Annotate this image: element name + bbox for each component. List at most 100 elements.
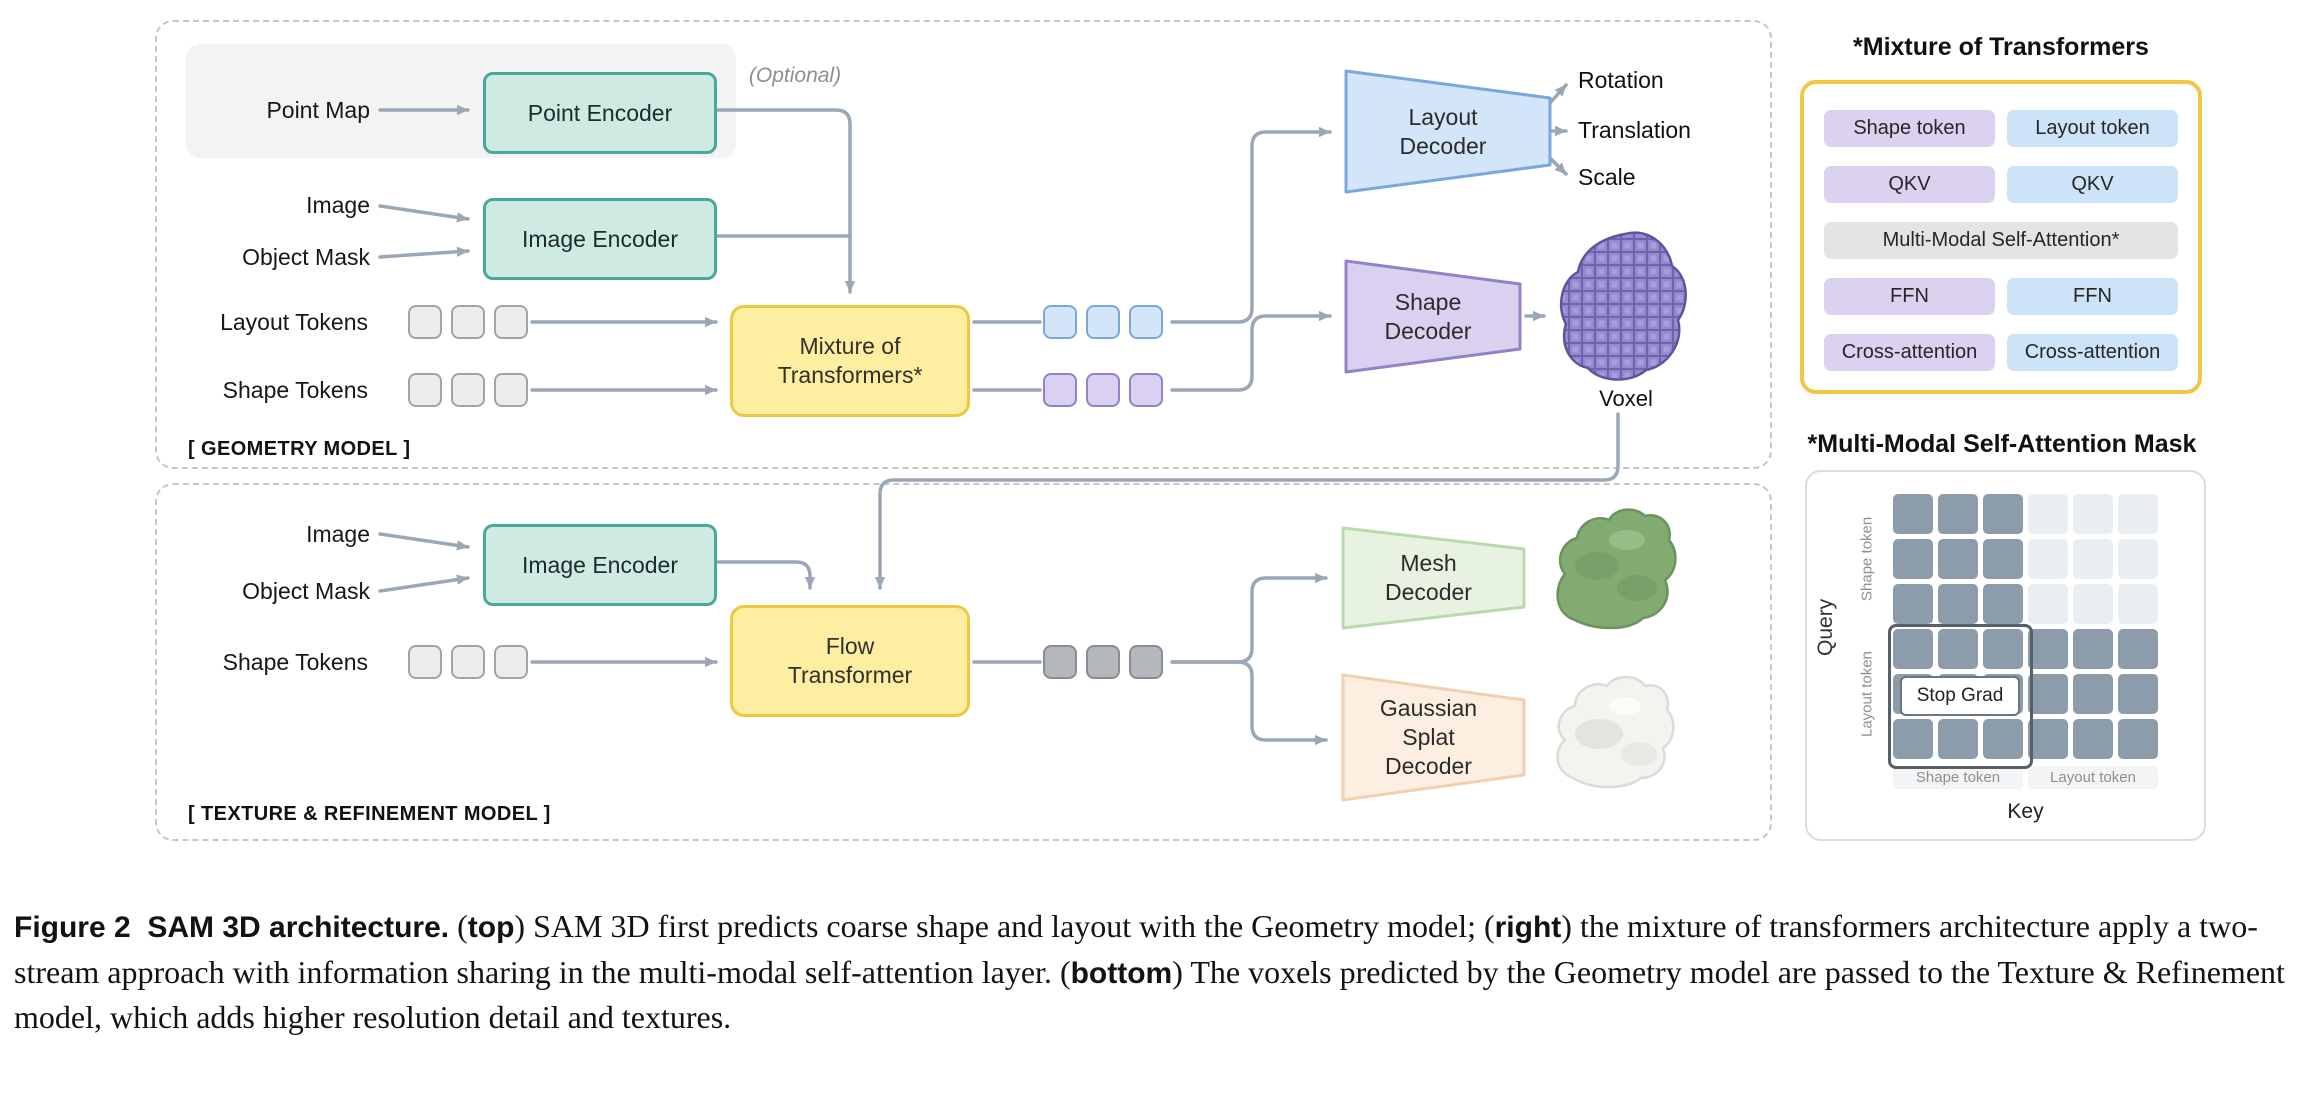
token [408, 305, 442, 339]
attention-mask-grid [1893, 494, 2158, 759]
mask-cell [2118, 674, 2158, 714]
arrow-voxel-flowtransformer [874, 412, 1620, 590]
caption-text: ) SAM 3D first predicts coarse shape and… [514, 908, 1495, 944]
token [494, 645, 528, 679]
token [408, 373, 442, 407]
mixture-of-transformers-block: Mixture of Transformers* [730, 305, 970, 417]
mask-cell [1893, 584, 1933, 624]
caption-bold-bottom: bottom [1070, 956, 1173, 990]
mask-cell [1983, 494, 2023, 534]
figure-caption: Figure 2 SAM 3D architecture. (top) SAM … [14, 904, 2288, 1041]
query-shape-token-label: Shape token [1858, 516, 1876, 602]
caption-bold-right: right [1494, 911, 1562, 944]
key-shape-token-label: Shape token [1893, 766, 2023, 789]
mot-row-tokens: Shape token Layout token [1824, 110, 2178, 147]
mask-cell [1983, 719, 2023, 759]
point-map-label: Point Map [266, 96, 370, 123]
mot-panel: Shape token Layout token QKV QKV Multi-M… [1800, 80, 2202, 394]
mask-cell [2073, 629, 2113, 669]
shape-tokens-label-2: Shape Tokens [222, 648, 368, 675]
geometry-model-panel [155, 20, 1772, 469]
layout-ffn-pill: FFN [2007, 278, 2178, 315]
shape-token-inputs [408, 373, 528, 407]
mask-cell [1938, 719, 1978, 759]
layout-cross-attention-pill: Cross-attention [2007, 334, 2178, 371]
translation-label: Translation [1578, 116, 1691, 143]
mot-row-ffn: FFN FFN [1824, 278, 2178, 315]
mask-cell [2118, 719, 2158, 759]
stop-grad-label: Stop Grad [1900, 676, 2020, 716]
shape-token-outputs [1043, 373, 1163, 407]
shape-ffn-pill: FFN [1824, 278, 1995, 315]
layout-token-outputs [1043, 305, 1163, 339]
texture-refinement-panel [155, 483, 1772, 841]
mask-cell [2028, 629, 2068, 669]
mask-cell [2028, 494, 2068, 534]
mask-cell [1938, 584, 1978, 624]
arrow-image-imageencoder [378, 204, 470, 223]
token [1043, 645, 1077, 679]
token [1129, 373, 1163, 407]
mask-cell [2118, 494, 2158, 534]
mesh-decoder-label: Mesh Decoder [1385, 550, 1472, 605]
gaussian-splat-image [1556, 675, 1675, 789]
multi-modal-self-attention-pill: Multi-Modal Self-Attention* [1824, 222, 2178, 259]
caption-text: ) the mixture of transformers architectu… [14, 908, 2258, 990]
image-label-2: Image [306, 520, 370, 547]
mesh-decoder-block: Mesh Decoder [1340, 525, 1527, 631]
arrow-image2-imageencoder2 [378, 532, 470, 551]
mask-cell [2028, 674, 2068, 714]
layout-decoder-label: Layout Decoder [1399, 103, 1487, 159]
arrow-purpletokens-shapedecoder [1170, 310, 1332, 392]
mask-cell [1893, 494, 1933, 534]
token [451, 373, 485, 407]
mask-cell [1893, 719, 1933, 759]
mask-cell [1938, 539, 1978, 579]
key-layout-token-label: Layout token [2028, 766, 2158, 789]
token [1043, 373, 1077, 407]
mask-cell [2118, 539, 2158, 579]
mot-row-qkv: QKV QKV [1824, 166, 2178, 203]
mask-cell [2028, 539, 2068, 579]
mot-row-attention: Multi-Modal Self-Attention* [1824, 222, 2178, 259]
key-axis-label: Key [2007, 800, 2044, 823]
mask-cell [2028, 584, 2068, 624]
mask-cell [2073, 584, 2113, 624]
voxel-label: Voxel [1599, 386, 1653, 411]
mot-panel-title: *Mixture of Transformers [1853, 33, 2149, 61]
scale-label: Scale [1578, 163, 1636, 190]
arrow-darktokens-gaussiandecoder [1170, 660, 1328, 746]
token [1086, 373, 1120, 407]
layout-token-pill: Layout token [2007, 110, 2178, 147]
geometry-model-tag: [ GEOMETRY MODEL ] [188, 438, 411, 460]
mask-cell [2118, 584, 2158, 624]
gaussian-splat-decoder-label: Gaussian Splat Decoder [1379, 695, 1478, 779]
arrow-imageencoder2-flowtransformer [711, 560, 816, 590]
stop-grad-outline [1888, 624, 2033, 769]
arrow-bluetokens-layoutdecoder [1170, 126, 1332, 324]
caption-lead: Figure 2 SAM 3D architecture. [14, 911, 450, 944]
arrow-layoutdecoder-rotation [1548, 83, 1568, 105]
token [494, 305, 528, 339]
image-encoder-block-2: Image Encoder [483, 524, 717, 606]
token [494, 373, 528, 407]
arrow-pointencoder-mot [711, 108, 856, 294]
arrow-objectmask2-imageencoder2 [378, 574, 470, 593]
shape-tokens-label: Shape Tokens [222, 376, 368, 403]
mask-cell [2118, 629, 2158, 669]
object-mask-label: Object Mask [242, 243, 370, 270]
arrow-objectmask-imageencoder [378, 246, 470, 259]
mot-row-crossattention: Cross-attention Cross-attention [1824, 334, 2178, 371]
gaussian-splat-decoder-block: Gaussian Splat Decoder [1340, 672, 1527, 803]
mask-cell [1983, 539, 2023, 579]
mask-cell [2073, 674, 2113, 714]
image-label: Image [306, 191, 370, 218]
refinement-token-outputs [1043, 645, 1163, 679]
mask-cell [2028, 719, 2068, 759]
shape-cross-attention-pill: Cross-attention [1824, 334, 1995, 371]
caption-bold-top: top [467, 911, 515, 944]
flow-transformer-block: Flow Transformer [730, 605, 970, 717]
token [1043, 305, 1077, 339]
layout-token-inputs [408, 305, 528, 339]
